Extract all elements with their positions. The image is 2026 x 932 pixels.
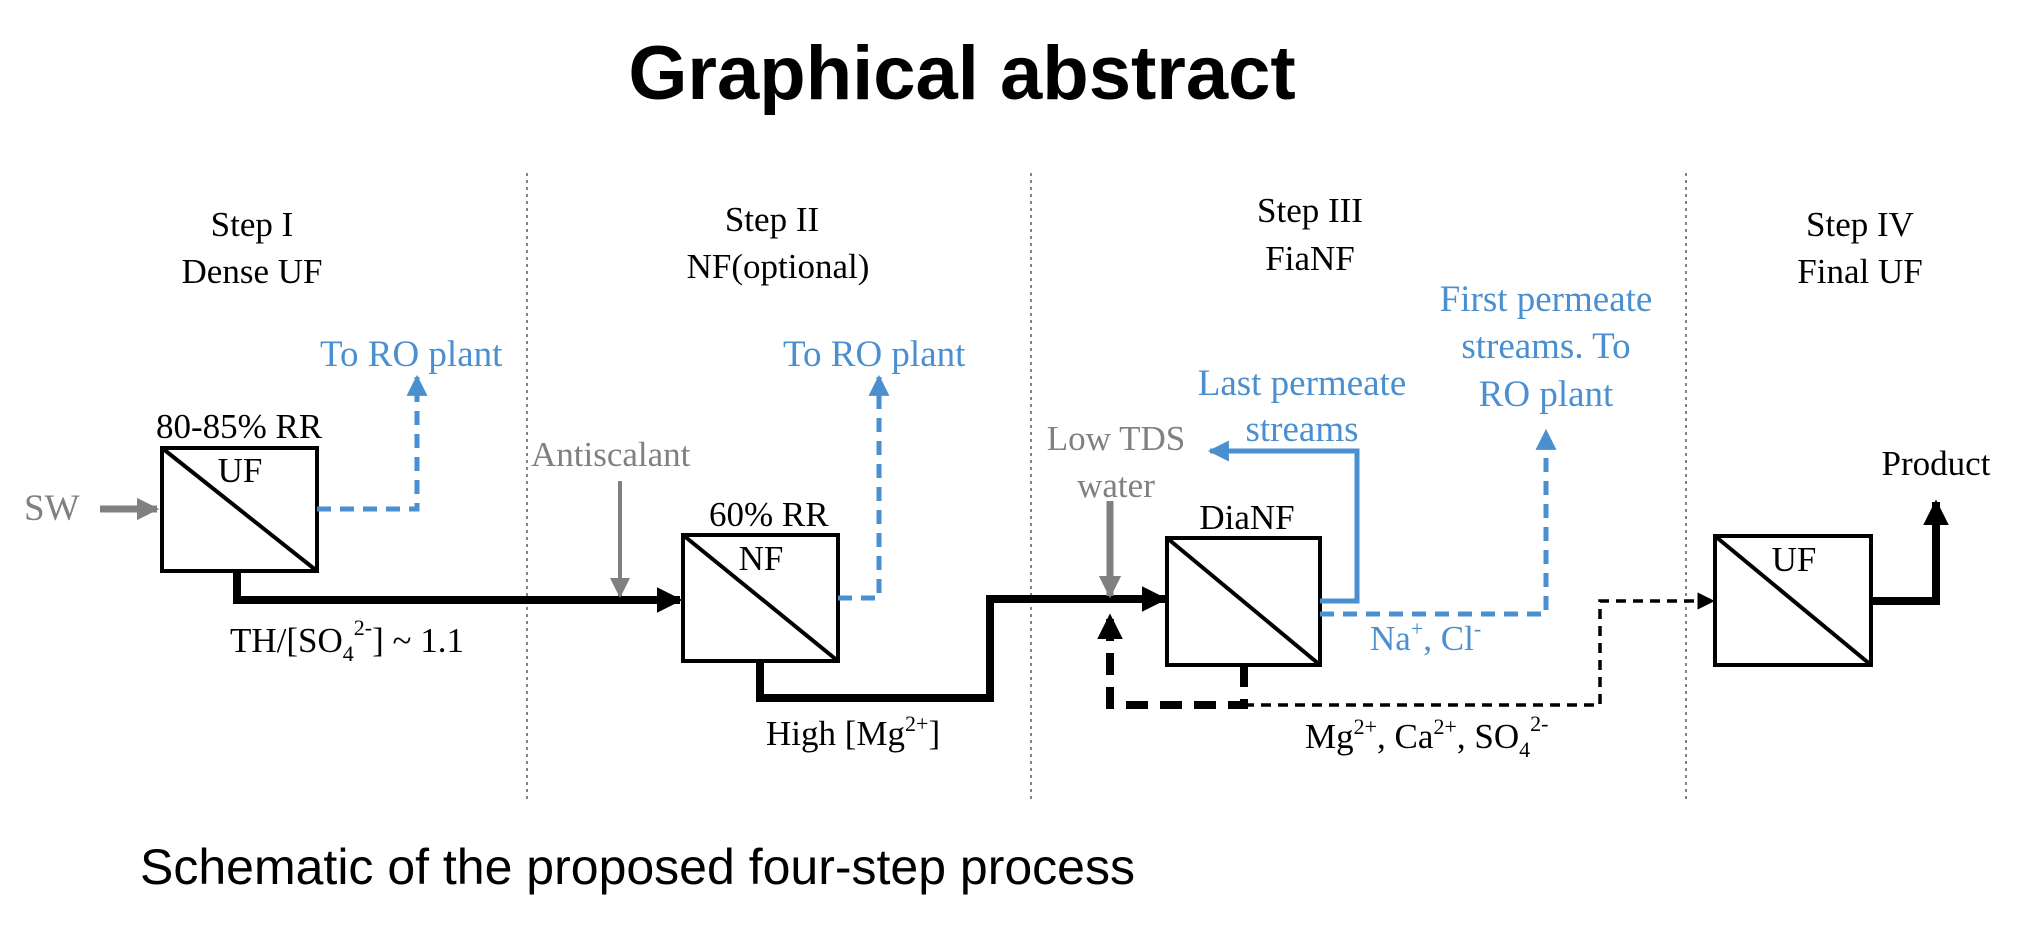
product-label: Product bbox=[1882, 444, 1991, 483]
high-mg-label: High [Mg2+] bbox=[766, 711, 940, 753]
nf-unit-label: NF bbox=[739, 539, 784, 578]
dianf-to-uf2-line bbox=[1244, 592, 1715, 707]
th-ratio-label: TH/[SO42-] ~ 1.1 bbox=[230, 615, 464, 666]
step-2-subtitle: NF(optional) bbox=[687, 247, 870, 286]
step-4-subtitle: Final UF bbox=[1797, 252, 1922, 291]
to-ro-plant-label-1: To RO plant bbox=[320, 334, 503, 375]
uf2-membrane-unit: UF bbox=[1713, 534, 1873, 667]
last-permeate-label-line2: streams bbox=[1245, 409, 1358, 450]
step-2-title: Step II bbox=[725, 200, 819, 239]
step-3-title: Step III bbox=[1257, 191, 1363, 230]
nf-retentate-line bbox=[756, 586, 1168, 702]
uf1-retentate-line bbox=[233, 571, 683, 613]
nf-recovery-label: 60% RR bbox=[709, 495, 829, 534]
dianf-membrane-unit bbox=[1165, 536, 1322, 667]
step-4-title: Step IV bbox=[1806, 205, 1914, 244]
nf-permeate-line bbox=[838, 374, 890, 601]
to-ro-plant-label-2: To RO plant bbox=[783, 334, 966, 375]
sw-label: SW bbox=[24, 488, 80, 529]
first-permeate-line bbox=[1320, 428, 1557, 617]
step-3-subtitle: FiaNF bbox=[1265, 239, 1354, 278]
caption: Schematic of the proposed four-step proc… bbox=[140, 839, 1135, 895]
first-permeate-label-line3: RO plant bbox=[1479, 374, 1614, 415]
first-permeate-label-line2: streams. To bbox=[1461, 326, 1630, 367]
dianf-recycle-loop bbox=[1097, 613, 1248, 709]
low-tds-label-line2: water bbox=[1077, 466, 1155, 505]
low-tds-label-line1: Low TDS bbox=[1047, 419, 1185, 458]
na-cl-label: Na+, Cl- bbox=[1370, 616, 1481, 658]
step-1-title: Step I bbox=[211, 205, 294, 244]
uf1-membrane-unit: UF bbox=[160, 446, 319, 573]
uf2-unit-label: UF bbox=[1772, 540, 1817, 579]
last-permeate-label-line1: Last permeate bbox=[1198, 363, 1407, 404]
dianf-unit-label: DiaNF bbox=[1199, 498, 1294, 537]
antiscalant-label: Antiscalant bbox=[531, 435, 691, 474]
uf1-permeate-line bbox=[317, 374, 428, 512]
last-permeate-line bbox=[1207, 440, 1360, 604]
nf-membrane-unit: NF bbox=[681, 533, 840, 663]
first-permeate-label-line1: First permeate bbox=[1440, 279, 1653, 320]
uf1-unit-label: UF bbox=[218, 451, 263, 490]
uf1-recovery-label: 80-85% RR bbox=[156, 407, 323, 446]
page-title: Graphical abstract bbox=[628, 31, 1295, 116]
divalent-ions-label: Mg2+, Ca2+, SO42- bbox=[1305, 711, 1548, 762]
step-1-subtitle: Dense UF bbox=[182, 252, 323, 291]
product-outlet-line bbox=[1871, 499, 1949, 605]
